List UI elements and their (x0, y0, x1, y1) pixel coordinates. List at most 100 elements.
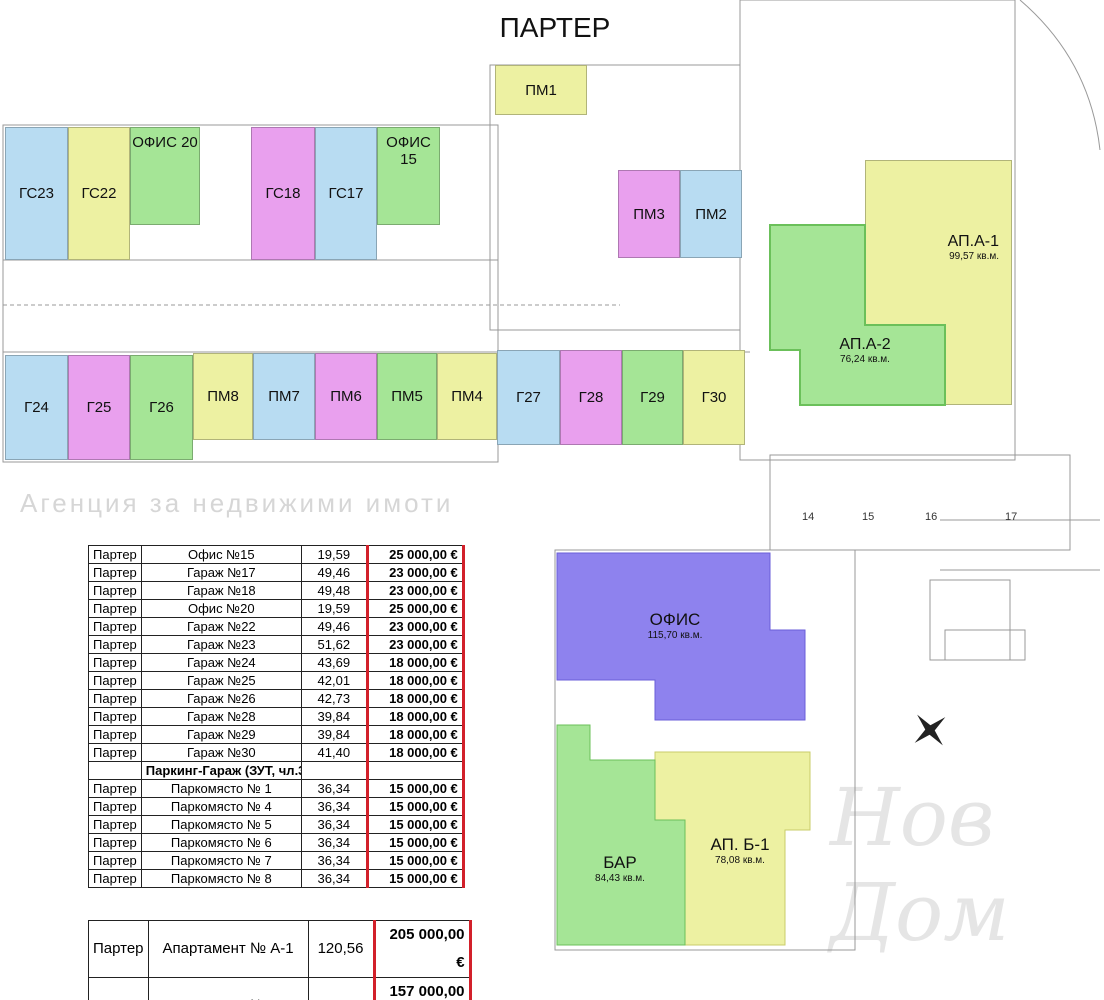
unit-name-cell: Гараж №22 (140, 617, 302, 636)
price-cell: 15 000,00 € (365, 797, 465, 816)
price-cell: 18 000,00 € (365, 689, 465, 708)
table-row: Партер Паркомясто № 5 36,34 15 000,00 € (88, 815, 465, 834)
bar-unit[interactable]: БАР 84,43 кв.м. (565, 848, 675, 888)
unit-name-cell: Апартамент № А-2 (147, 977, 309, 1000)
parking-pm2[interactable]: ПМ2 (680, 170, 742, 258)
floor-cell: Партер (88, 617, 142, 636)
table-row: Партер Гараж №26 42,73 18 000,00 € (88, 689, 465, 708)
table-row: Партер Паркомясто № 8 36,34 15 000,00 € (88, 869, 465, 888)
table-row: Партер Офис №20 19,59 25 000,00 € (88, 599, 465, 618)
unit-label: ПМ3 (633, 205, 665, 223)
table-row: Партер Апартамент № А-2 92,31 157 000,00… (88, 977, 472, 1000)
garage-g24[interactable]: Г24 (5, 355, 68, 460)
unit-label: ПМ8 (207, 388, 239, 405)
unit-label: ПМ5 (391, 388, 423, 405)
unit-name-cell: Паркомясто № 1 (140, 779, 302, 798)
price-cell: 15 000,00 € (365, 779, 465, 798)
office-unit[interactable]: ОФИС 115,70 кв.м. (620, 605, 730, 645)
area-cell: 42,73 (300, 689, 368, 708)
floor-cell: Партер (88, 671, 142, 690)
price-cell: 23 000,00 € (365, 635, 465, 654)
floor-cell: Партер (88, 869, 142, 888)
area-cell: 36,34 (300, 869, 368, 888)
unit-name-cell: Гараж №24 (140, 653, 302, 672)
apartment-b1[interactable]: АП. Б-1 78,08 кв.м. (690, 830, 790, 870)
table-row: Партер Гараж №17 49,46 23 000,00 € (88, 563, 465, 582)
unit-area: 115,70 кв.м. (647, 629, 703, 641)
table-row: Партер Паркомясто № 4 36,34 15 000,00 € (88, 797, 465, 816)
floor-cell: Партер (88, 815, 142, 834)
floor-cell: Партер (88, 833, 142, 852)
table-row: Партер Гараж №22 49,46 23 000,00 € (88, 617, 465, 636)
outdoor-spot-14: 14 (802, 511, 815, 523)
unit-label: ГС22 (81, 185, 117, 202)
unit-name-cell: Паркомясто № 8 (140, 869, 302, 888)
unit-name-cell: Офис №15 (140, 545, 302, 564)
parking-pm7[interactable]: ПМ7 (253, 353, 315, 440)
floor-cell: Партер (88, 635, 142, 654)
garage-gs22[interactable]: ГС22 (68, 127, 130, 260)
floor-cell: Партер (88, 545, 142, 564)
office-20[interactable]: ОФИС 20 (130, 127, 200, 225)
price-cell: 15 000,00 € (365, 851, 465, 870)
table-row: Партер Апартамент № А-1 120,56 205 000,0… (88, 920, 472, 978)
floor-cell: Партер (88, 707, 142, 726)
unit-name-cell: Гараж №18 (140, 581, 302, 600)
parking-pm3[interactable]: ПМ3 (618, 170, 680, 258)
unit-area: 78,08 кв.м. (715, 854, 765, 866)
apartment-price-table: Партер Апартамент № А-1 120,56 205 000,0… (88, 920, 472, 1000)
table-row: Партер Паркомясто № 7 36,34 15 000,00 € (88, 851, 465, 870)
floor-cell: Партер (88, 563, 142, 582)
office-15[interactable]: ОФИС 15 (377, 127, 440, 225)
parking-pm6[interactable]: ПМ6 (315, 353, 377, 440)
parking-pm8[interactable]: ПМ8 (193, 353, 253, 440)
unit-label: ОФИС 15 (386, 134, 431, 168)
unit-name-cell: Гараж №29 (140, 725, 302, 744)
table-row: Партер Гараж №29 39,84 18 000,00 € (88, 725, 465, 744)
area-cell: 36,34 (300, 797, 368, 816)
garage-g27[interactable]: Г27 (497, 350, 560, 445)
parking-pm5[interactable]: ПМ5 (377, 353, 437, 440)
garage-g26[interactable]: Г26 (130, 355, 193, 460)
unit-name-cell: Апартамент № А-1 (147, 920, 309, 978)
garage-gs17[interactable]: ГС17 (315, 127, 377, 260)
price-cell: 157 000,00 € (372, 977, 472, 1000)
floor-cell: Партер (88, 779, 142, 798)
unit-label: ПМ7 (268, 388, 300, 405)
area-cell: 39,84 (300, 707, 368, 726)
table-section-header: Паркинг-Гараж (ЗУТ, чл.37 (88, 761, 465, 780)
garage-g29[interactable]: Г29 (622, 350, 683, 445)
price-cell: 25 000,00 € (365, 545, 465, 564)
table-row: Партер Паркомясто № 1 36,34 15 000,00 € (88, 779, 465, 798)
unit-name-cell: Паркомясто № 5 (140, 815, 302, 834)
price-cell: 15 000,00 € (365, 833, 465, 852)
garage-g25[interactable]: Г25 (68, 355, 130, 460)
page-title: ПАРТЕР (499, 12, 611, 43)
area-cell: 36,34 (300, 779, 368, 798)
garage-g28[interactable]: Г28 (560, 350, 622, 445)
unit-label: БАР (603, 852, 637, 872)
garage-g30[interactable]: Г30 (683, 350, 745, 445)
area-cell: 43,69 (300, 653, 368, 672)
area-cell: 19,59 (300, 599, 368, 618)
unit-name-cell: Офис №20 (140, 599, 302, 618)
unit-name-cell: Паркомясто № 4 (140, 797, 302, 816)
unit-name-cell: Гараж №23 (140, 635, 302, 654)
floor-cell: Партер (88, 977, 149, 1000)
area-cell: 41,40 (300, 743, 368, 762)
floor-cell: Партер (88, 653, 142, 672)
unit-label: ПМ4 (451, 388, 483, 405)
price-cell: 205 000,00 € (372, 920, 472, 978)
area-cell: 36,34 (300, 833, 368, 852)
garage-gs18[interactable]: ГС18 (251, 127, 315, 260)
unit-name-cell: Паркомясто № 6 (140, 833, 302, 852)
outdoor-spot-17: 17 (1005, 511, 1018, 523)
floor-cell: Партер (88, 851, 142, 870)
unit-area: 76,24 кв.м. (840, 353, 890, 365)
apartment-a2[interactable]: АП.А-2 76,24 кв.м. (810, 330, 920, 370)
parking-pm1[interactable]: ПМ1 (495, 65, 587, 115)
unit-label: ГС17 (328, 185, 364, 202)
parking-pm4[interactable]: ПМ4 (437, 353, 497, 440)
garage-gs23[interactable]: ГС23 (5, 127, 68, 260)
